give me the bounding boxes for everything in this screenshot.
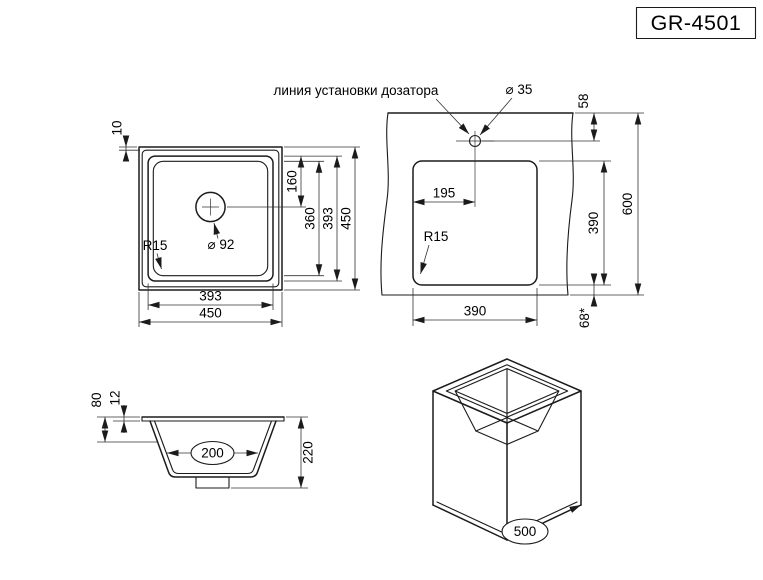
dim-width-500: 500 bbox=[501, 504, 582, 545]
drain-boss bbox=[195, 476, 230, 489]
note-text: линия установки дозатора bbox=[274, 83, 439, 98]
dim-hole-195: 195 bbox=[413, 186, 475, 206]
break-line-left bbox=[380, 112, 389, 296]
bowl-flange-edge bbox=[147, 155, 274, 282]
dim-bowl-360: 360 bbox=[303, 161, 323, 276]
label-cutout-radius-r15: R15 bbox=[420, 229, 449, 275]
dim-text: 450 bbox=[199, 306, 222, 321]
model-code: GR-4501 bbox=[651, 11, 742, 35]
dim-text: 450 bbox=[339, 207, 354, 230]
dim-text: 393 bbox=[321, 207, 336, 230]
reference-bubble bbox=[190, 440, 235, 466]
label-corner-radius-r15: R15 bbox=[143, 238, 168, 270]
bowl-inner-wall bbox=[153, 420, 273, 475]
sink-outer-edge bbox=[138, 146, 283, 291]
dim-text: 58 bbox=[576, 93, 591, 108]
top-view: 10 160 360 393 450 393 bbox=[110, 120, 360, 327]
dim-flange-393-vertical: 393 bbox=[321, 156, 341, 281]
model-label: GR-4501 bbox=[635, 6, 757, 40]
dim-text: 390 bbox=[586, 212, 601, 235]
dim-text: 360 bbox=[303, 207, 318, 230]
dim-text: 80 bbox=[89, 392, 104, 407]
dim-counter-600: 600 bbox=[570, 113, 644, 296]
cutout-view: линия установки дозатора ⌀ 35 58 195 390 bbox=[274, 82, 644, 328]
iso-view: 500 bbox=[432, 358, 582, 545]
drain-hole bbox=[195, 191, 226, 223]
dim-rim-80: 80 bbox=[89, 392, 157, 443]
dim-text: 220 bbox=[301, 441, 316, 464]
dim-flange-393-horizontal: 393 bbox=[147, 283, 274, 310]
dim-drain-200: 200 bbox=[167, 440, 258, 466]
dim-cutout-height-390: 390 bbox=[539, 160, 611, 286]
dim-text: 10 bbox=[110, 120, 125, 135]
dim-text: 393 bbox=[199, 289, 222, 304]
radius-label: R15 bbox=[143, 238, 168, 253]
label-drain-diameter-92: ⌀ 92 bbox=[208, 222, 235, 252]
dim-cutout-width-390: 390 bbox=[412, 288, 538, 326]
dim-hole-offset-58: 58 bbox=[482, 93, 644, 142]
note-dispenser-line: линия установки дозатора bbox=[274, 83, 470, 135]
diameter-label: ⌀ 35 bbox=[506, 82, 533, 97]
dim-text: 600 bbox=[620, 193, 635, 216]
dim-text: 160 bbox=[285, 170, 300, 193]
break-line-right bbox=[566, 112, 574, 296]
dim-rim-offset-10: 10 bbox=[110, 120, 140, 162]
dim-drain-160: 160 bbox=[285, 156, 305, 207]
dim-text: 68* bbox=[577, 307, 592, 328]
dim-text: 200 bbox=[201, 446, 224, 461]
diameter-label: ⌀ 92 bbox=[208, 237, 235, 252]
dim-text: 390 bbox=[464, 304, 487, 319]
label-hole-diameter-35: ⌀ 35 bbox=[479, 82, 533, 136]
dim-text: 195 bbox=[433, 186, 456, 201]
section-view: 200 80 12 220 bbox=[89, 390, 316, 489]
dim-text: 12 bbox=[108, 390, 123, 405]
dim-flange-12: 12 bbox=[108, 390, 140, 433]
dim-text: 500 bbox=[514, 524, 537, 539]
dim-edge-68: 68* bbox=[577, 273, 598, 328]
dim-depth-220: 220 bbox=[231, 416, 316, 489]
radius-label: R15 bbox=[424, 229, 449, 244]
model-label-box bbox=[635, 6, 757, 40]
dim-overall-450-vertical: 450 bbox=[339, 147, 359, 290]
bowl-outer-wall bbox=[149, 420, 277, 478]
dim-overall-450-horizontal: 450 bbox=[138, 292, 283, 327]
reference-bubble bbox=[501, 518, 549, 545]
